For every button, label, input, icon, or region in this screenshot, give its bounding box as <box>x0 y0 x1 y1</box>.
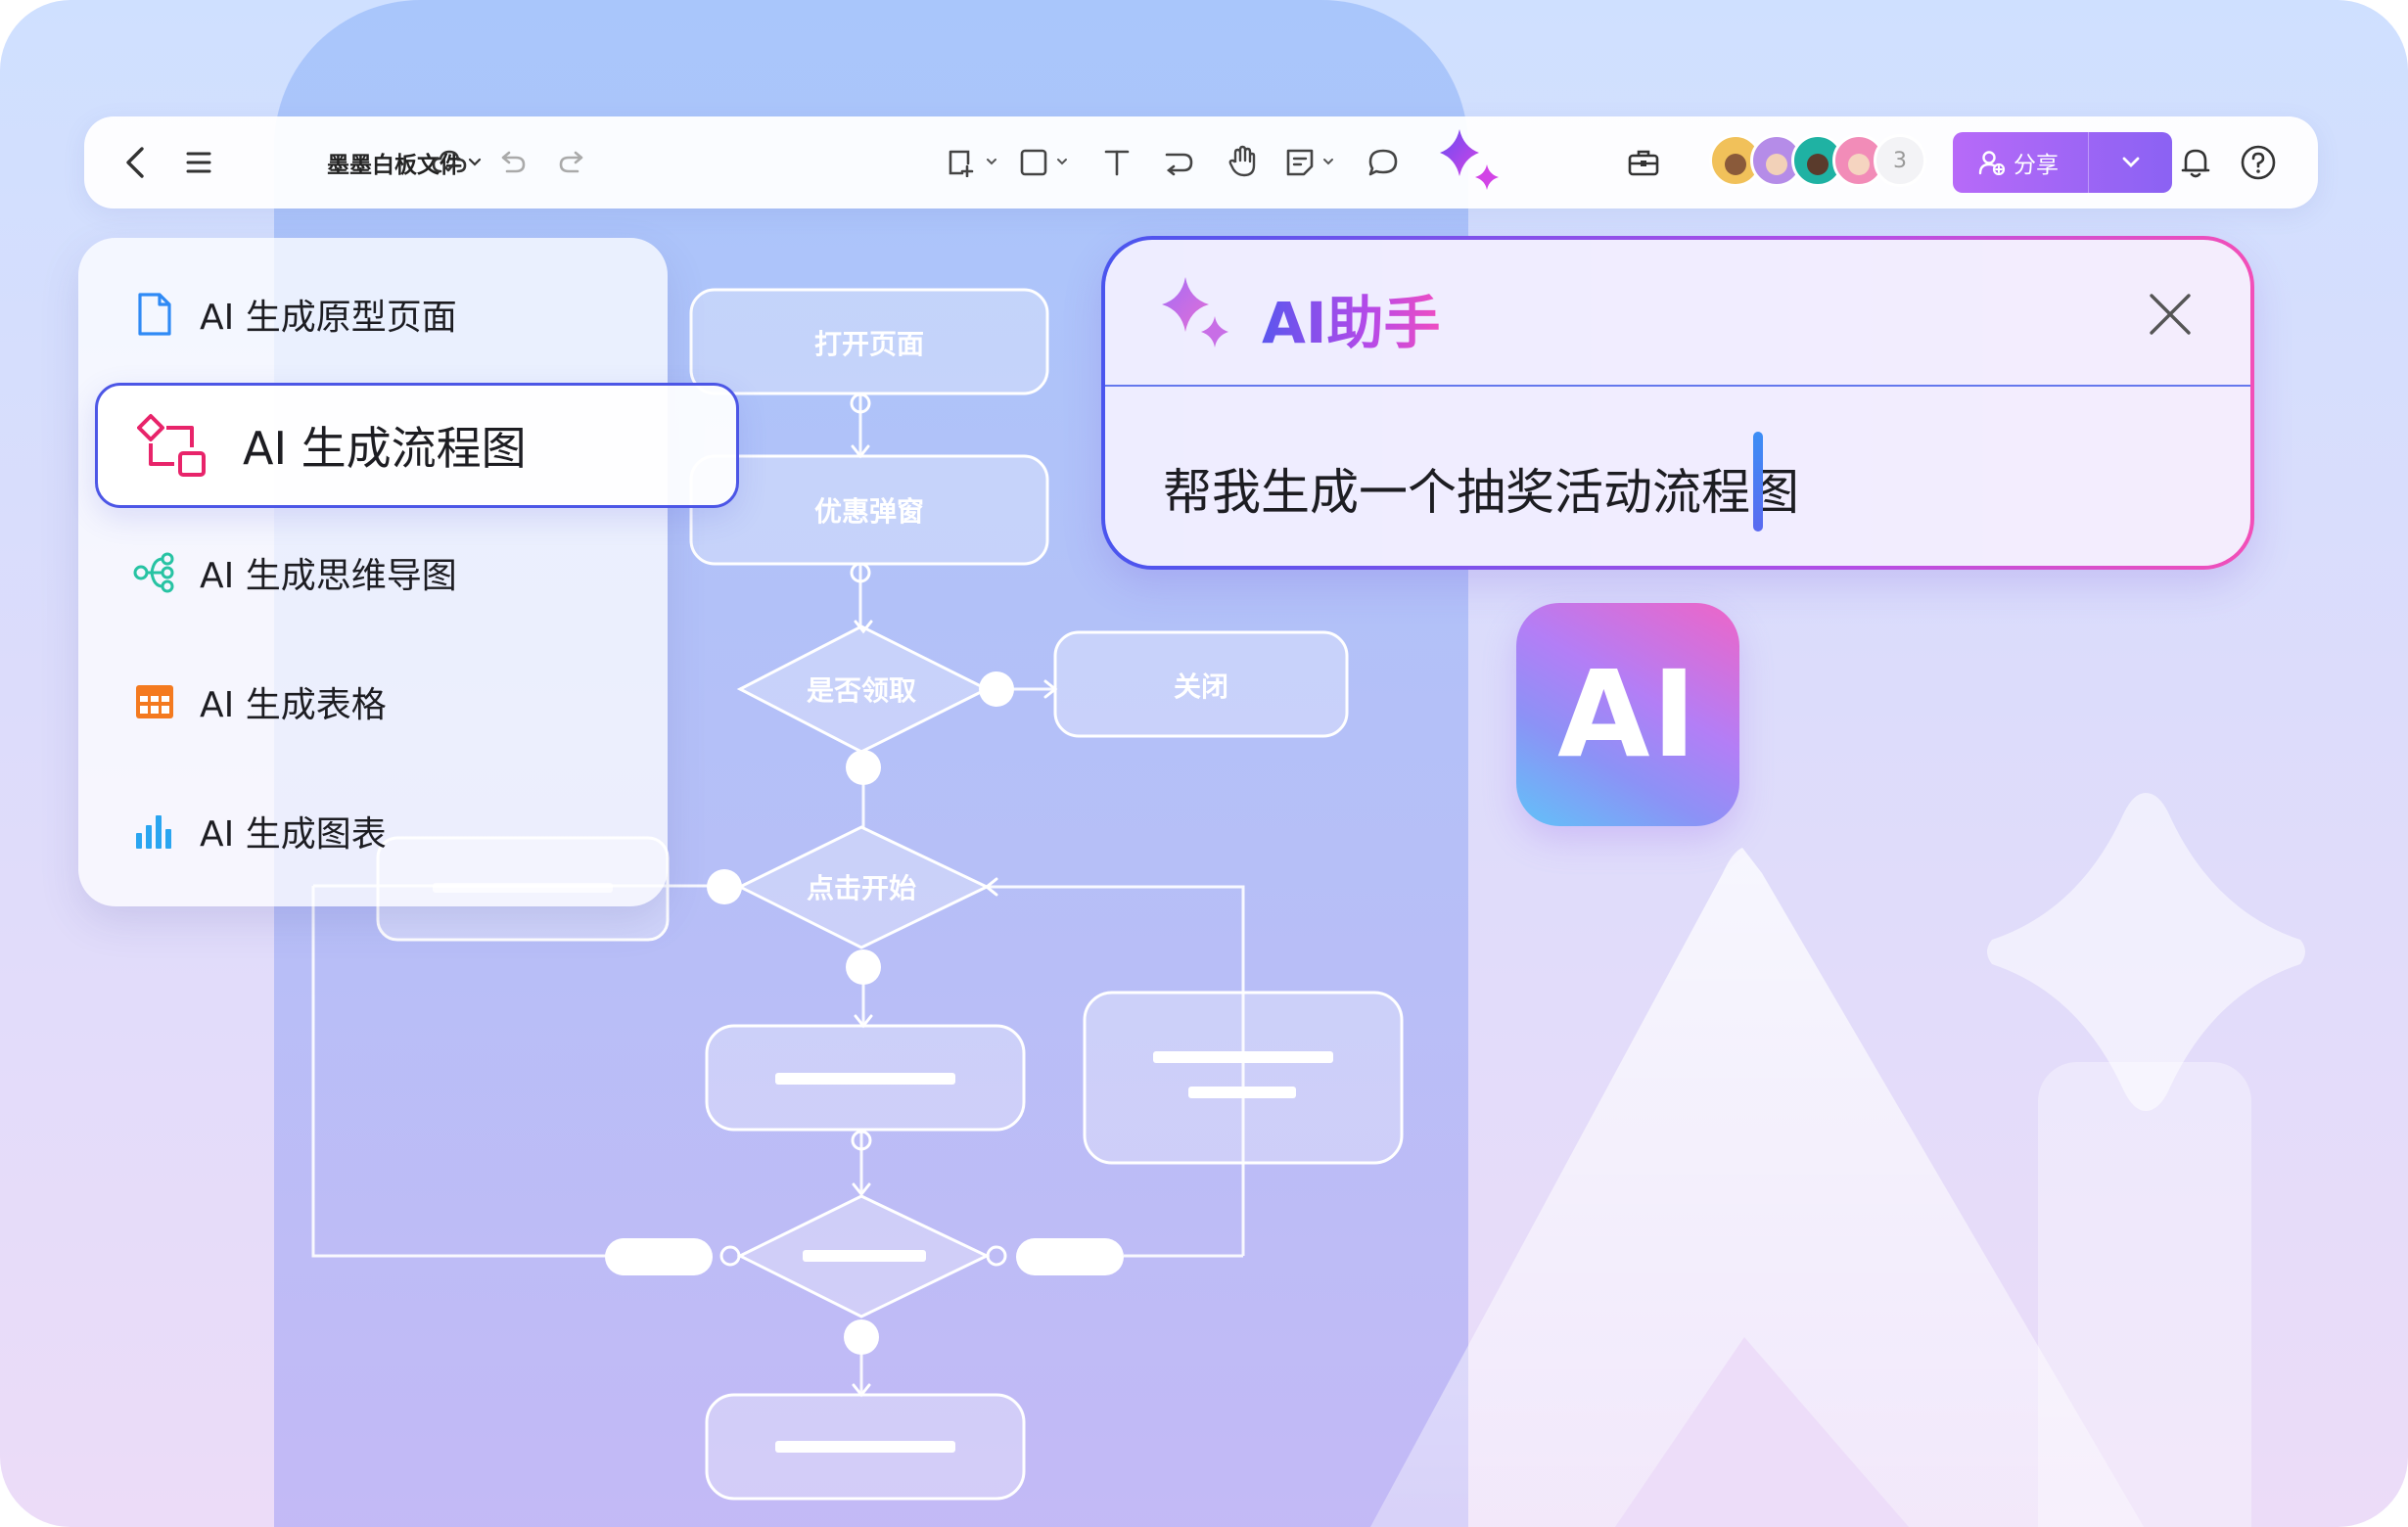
share-options-dropdown[interactable] <box>2089 156 2172 169</box>
file-name-text: 墨墨白板文件 <box>327 153 462 178</box>
cloud-sync-button[interactable] <box>427 140 472 185</box>
decorative-triangle <box>1370 848 2144 1527</box>
menu-item-label: AI 生成流程图 <box>243 422 527 475</box>
menu-item-flowchart[interactable]: AI 生成流程图 <box>95 383 739 508</box>
flow-label-start: 点击开始 <box>806 872 917 904</box>
redo-button[interactable] <box>550 140 595 185</box>
cloud-sync-icon <box>432 150 467 173</box>
ai-logo-text: AI <box>1557 645 1698 784</box>
collaborator-count-badge[interactable]: 3 <box>1874 134 1926 187</box>
menu-item-mindmap[interactable]: AI 生成思维导图 <box>78 533 457 612</box>
frame-add-icon <box>949 150 996 177</box>
sticky-note-tool-button[interactable] <box>1280 140 1349 185</box>
avatar[interactable] <box>1791 134 1844 187</box>
ai-sparkle-icon <box>1162 277 1228 347</box>
help-button[interactable] <box>2236 140 2281 185</box>
menu-item-label: AI 生成思维导图 <box>200 556 457 596</box>
frame-tool-button[interactable] <box>942 140 1010 185</box>
flow-node-coupon-popup <box>689 454 1049 566</box>
share-button-group: 分享 <box>1953 132 2172 193</box>
toolbox-icon <box>1628 150 1659 176</box>
chevron-down-icon <box>468 158 482 166</box>
flow-node-decision-start <box>736 825 991 949</box>
flow-label-open-page: 打开页面 <box>813 328 925 360</box>
table-icon <box>131 678 178 725</box>
decorative-star <box>1987 793 2305 1111</box>
ai-assistant-title: AI助手 <box>1262 277 1440 359</box>
flow-node-step-b <box>1083 991 1404 1165</box>
close-button[interactable] <box>2141 285 2200 344</box>
mindmap-icon <box>131 549 178 596</box>
hand-tool-button[interactable] <box>1220 138 1265 185</box>
comment-tool-button[interactable] <box>1361 140 1406 185</box>
top-toolbar: 墨墨白板文件 <box>84 116 2318 208</box>
menu-item-label: AI 生成表格 <box>200 685 387 725</box>
ai-assistant-button[interactable] <box>1427 120 1511 205</box>
ai-generate-menu: AI 生成原型页面 AI 生成思维导图 AI 生成表格 AI 生成图表 <box>78 238 668 906</box>
rectangle-icon <box>1020 149 1067 176</box>
share-button[interactable]: 分享 <box>1953 132 2088 193</box>
redo-icon <box>559 151 583 173</box>
share-divider <box>2088 132 2089 193</box>
chevron-down-icon <box>2122 157 2139 167</box>
prompt-input[interactable]: 帮我生成一个抽奖活动流程图 <box>1163 464 1799 521</box>
menu-item-label: AI 生成图表 <box>200 814 387 855</box>
back-icon <box>126 147 144 178</box>
ai-assistant-panel: AI助手 帮我生成一个抽奖活动流程图 <box>1101 236 2254 570</box>
menu-icon <box>186 152 211 173</box>
menu-item-table[interactable]: AI 生成表格 <box>78 663 387 741</box>
add-user-icon <box>1978 151 2006 175</box>
flow-label-coupon-popup: 优惠弹窗 <box>813 495 925 528</box>
text-cursor <box>1753 432 1763 532</box>
flow-node-close <box>1053 630 1349 738</box>
file-name-dropdown[interactable]: 墨墨白板文件 <box>327 146 482 179</box>
shape-tool-button[interactable] <box>1014 140 1083 185</box>
menu-item-label: AI 生成原型页面 <box>200 298 457 338</box>
share-label: 分享 <box>2014 153 2059 178</box>
comment-icon <box>1368 149 1398 176</box>
bar-chart-icon <box>131 808 178 855</box>
undo-button[interactable] <box>489 140 534 185</box>
menu-button[interactable] <box>174 138 223 187</box>
flow-label-pill-right <box>1016 1238 1124 1275</box>
ai-logo-badge: AI <box>1516 603 1739 826</box>
hand-icon <box>1228 145 1256 177</box>
text-icon <box>1104 150 1130 176</box>
sticky-note-icon <box>1286 149 1333 176</box>
help-icon <box>2241 145 2276 180</box>
close-icon <box>2150 294 2191 335</box>
decorative-pillar <box>2038 1062 2251 1527</box>
notification-bell-icon <box>2181 149 2210 178</box>
menu-item-chart[interactable]: AI 生成图表 <box>78 792 387 870</box>
panel-divider <box>1105 385 2250 387</box>
notifications-button[interactable] <box>2173 140 2218 185</box>
undo-icon <box>501 151 526 173</box>
flow-label-close: 关闭 <box>1173 671 1229 703</box>
connector-tool-button[interactable] <box>1157 140 1202 185</box>
toolbox-button[interactable] <box>1621 140 1666 185</box>
flow-node-open-page <box>689 288 1049 395</box>
ai-sparkle-icon <box>1440 129 1499 190</box>
decorative-triangle-inner <box>1615 1337 1909 1527</box>
connector-icon <box>1165 153 1193 176</box>
back-button[interactable] <box>112 138 161 187</box>
text-tool-button[interactable] <box>1094 140 1139 185</box>
menu-item-prototype[interactable]: AI 生成原型页面 <box>78 275 457 353</box>
flowchart-icon <box>137 410 208 481</box>
document-icon <box>131 291 178 338</box>
flow-label-pill-left <box>605 1238 713 1275</box>
flow-label-claim: 是否领取 <box>806 674 917 707</box>
collaborator-avatars[interactable]: 3 <box>1709 134 1926 191</box>
